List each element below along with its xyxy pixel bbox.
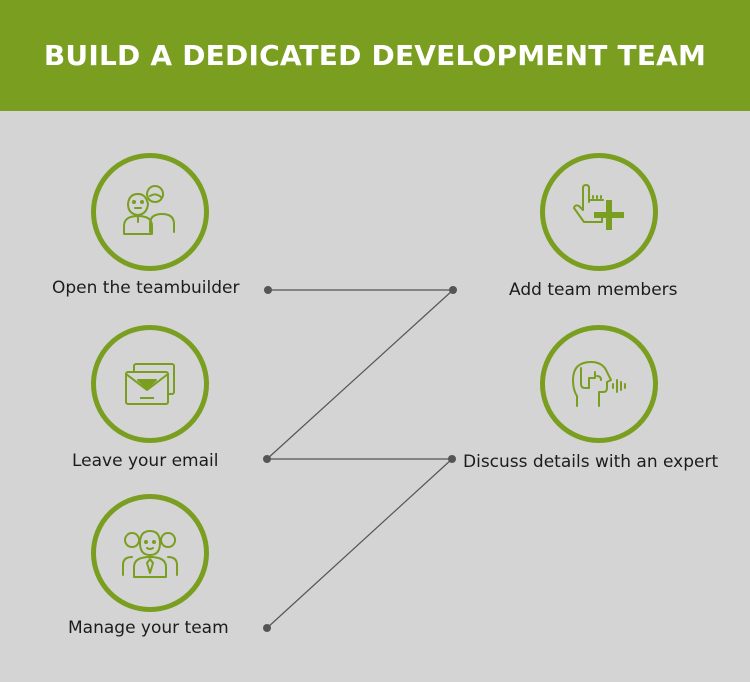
leave-email-circle (91, 325, 209, 443)
connector-add-email (266, 289, 454, 460)
page-title: BUILD A DEDICATED DEVELOPMENT TEAM (43, 39, 707, 72)
people-icon (123, 185, 175, 235)
connector-dot (449, 286, 457, 294)
connector-dot (264, 286, 272, 294)
manage-team-circle (91, 494, 209, 612)
connector-dot (263, 624, 271, 632)
connector-dot (448, 455, 456, 463)
connector-discuss-manage (266, 458, 453, 629)
team-icon (122, 530, 178, 578)
speaking-head-icon (572, 361, 626, 407)
envelope-icon (125, 363, 175, 405)
add-members-circle (540, 153, 658, 271)
hand-plus-icon (573, 184, 624, 230)
discuss-expert-circle (540, 325, 658, 443)
open-teambuilder-circle (91, 153, 209, 271)
add-members-label: Add team members (509, 280, 678, 300)
leave-email-label: Leave your email (72, 451, 219, 471)
connector-dot (263, 455, 271, 463)
open-teambuilder-label: Open the teambuilder (52, 278, 240, 298)
manage-team-label: Manage your team (68, 618, 229, 638)
discuss-expert-label: Discuss details with an expert (463, 452, 719, 472)
header-banner: BUILD A DEDICATED DEVELOPMENT TEAM (0, 0, 750, 111)
